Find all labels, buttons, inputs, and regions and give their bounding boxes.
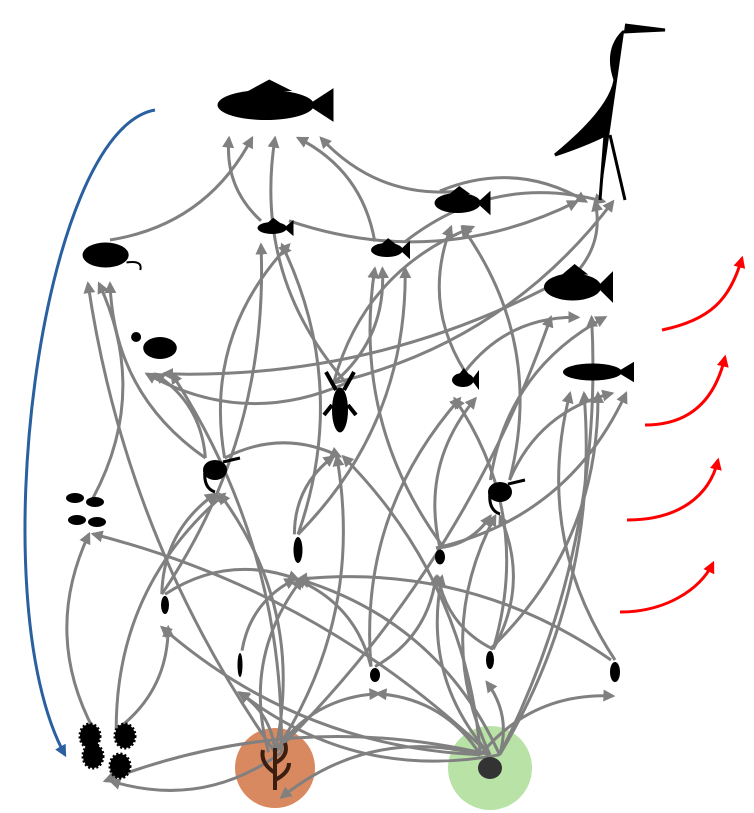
feeding-arrow-midge-to-shrimp2 xyxy=(491,513,515,650)
carp-icon xyxy=(544,264,613,303)
insect-larva-icon xyxy=(293,537,303,563)
small-fish-icon xyxy=(257,217,294,237)
perch-icon xyxy=(434,186,491,216)
feeding-arrow-bacteria-to-shrimp1 xyxy=(114,492,227,731)
feeding-arrow-shrimp2-to-platypus xyxy=(508,389,615,481)
feeding-arrow-copepod-to-larva xyxy=(164,567,301,596)
feeding-links xyxy=(65,135,628,799)
feeding-arrow-sunfish-to-heron xyxy=(404,191,607,243)
bass-fish-icon xyxy=(217,79,334,122)
feeding-arrow-plant-to-muskrat xyxy=(83,281,277,754)
feeding-arrow-goldfish-to-carp xyxy=(463,311,581,373)
feeding-arrow-muskrat-to-bass xyxy=(109,135,254,242)
shrimp-icon xyxy=(488,478,526,516)
feeding-arrow-sunfish-to-bass xyxy=(295,136,377,242)
feeding-arrow-larva-to-minnow xyxy=(280,242,322,535)
feeding-arrow-detritus-to-larva xyxy=(297,576,501,756)
feeding-arrow-bacteria-to-copepod xyxy=(115,624,175,732)
feeding-arrow-detritus-to-platypus xyxy=(498,390,591,756)
feeding-arrow-amphipod-to-goldfish xyxy=(368,396,462,667)
feeding-arrow-detritus-to-bacteria xyxy=(102,735,491,784)
feeding-arrow-minnow-to-heron xyxy=(288,200,580,244)
mayfly-nymph-icon xyxy=(237,653,243,677)
feeding-arrow-detritus-to-shrimp2 xyxy=(461,513,497,756)
midge-larva-icon xyxy=(486,651,494,669)
feeding-arrow-larva-to-sunfish xyxy=(296,266,412,536)
daphnia-icon xyxy=(610,662,620,682)
feeding-arrow-detritus-to-beetle xyxy=(434,574,492,756)
feeding-arrow-shrimp2-to-carp xyxy=(488,315,608,481)
export-arrow xyxy=(644,354,729,427)
platypus-icon xyxy=(563,361,634,383)
feeding-arrow-midge-to-goldfish xyxy=(453,396,509,650)
export-arrows xyxy=(619,255,746,614)
feeding-arrow-detritus-to-plant xyxy=(279,745,481,799)
feeding-arrow-daphnia-to-platypus xyxy=(557,390,617,661)
bacteria-icon xyxy=(78,722,137,780)
feeding-arrow-plant-to-larva xyxy=(258,577,304,753)
feeding-arrow-shrimp2-to-perch xyxy=(460,225,522,481)
feeding-arrow-bacteria-to-mussels xyxy=(65,531,96,731)
feeding-arrow-goldfish-to-perch xyxy=(437,224,467,373)
export-arrow xyxy=(626,457,722,522)
feeding-arrow-shrimp1-to-minnow xyxy=(218,243,291,459)
feeding-arrow-detritus-to-mayfly xyxy=(238,691,500,763)
feeding-arrow-carp-to-turtle xyxy=(161,269,579,381)
feeding-arrow-midge-to-platypus xyxy=(488,390,605,651)
feeding-arrow-crayfish-to-heron xyxy=(333,199,615,385)
feeding-arrow-plant-to-shrimp1 xyxy=(218,492,285,753)
feeding-arrow-plant-to-bacteria xyxy=(108,751,283,792)
detritus-icon xyxy=(478,757,502,779)
crayfish-icon xyxy=(322,371,358,433)
feeding-arrow-amphipod-to-beetle xyxy=(374,574,441,668)
feeding-arrow-mayfly-to-larva xyxy=(240,578,297,651)
export-arrow xyxy=(661,255,746,332)
mussels-icon xyxy=(66,493,106,527)
decomposition-link-arrow xyxy=(23,108,156,758)
feeding-arrow-plant-to-amphipod xyxy=(273,688,382,754)
feeding-arrow-larva-to-crayfish xyxy=(292,455,336,535)
shrimp-icon xyxy=(203,456,241,494)
feeding-arrow-crayfish-to-bass xyxy=(267,135,348,384)
feeding-arrow-detritus-to-amphipod xyxy=(374,688,482,756)
feeding-arrow-detritus-to-midge xyxy=(485,680,505,756)
feeding-arrow-shrimp1-to-muskrat xyxy=(104,281,207,460)
copepod-icon xyxy=(161,596,169,614)
amphipod-icon xyxy=(370,668,380,682)
feeding-arrow-copepod-to-minnow xyxy=(160,242,268,596)
feeding-arrow-detritus-to-daphnia xyxy=(479,689,616,756)
muskrat-icon xyxy=(82,242,142,271)
feeding-arrow-minnow-to-bass xyxy=(222,135,263,222)
feeding-arrow-carp-to-heron xyxy=(576,199,603,272)
turtle-icon xyxy=(131,332,177,359)
feeding-arrow-mussels-to-muskrat xyxy=(91,281,125,499)
feeding-arrow-detritus-to-copepod xyxy=(159,625,481,757)
feeding-arrow-shrimp1-to-turtle xyxy=(152,372,207,459)
plant-icon xyxy=(260,742,291,790)
feeding-arrow-daphnia-to-larva xyxy=(295,572,612,662)
feeding-arrow-beetle-to-sunfish xyxy=(367,266,446,549)
feeding-arrow-plant-to-crayfish xyxy=(273,454,345,754)
export-arrow xyxy=(619,560,715,614)
feeding-arrow-shrimp1-to-crayfish xyxy=(223,441,343,460)
water-beetle-icon xyxy=(435,549,445,565)
heron-icon xyxy=(554,23,666,201)
feeding-arrow-detritus-to-mussels xyxy=(90,530,492,756)
feeding-arrow-perch-to-bass xyxy=(319,136,463,194)
feeding-arrow-perch-to-heron xyxy=(439,176,589,203)
feeding-arrow-copepod-to-shrimp1 xyxy=(160,492,217,595)
goldfish-icon xyxy=(452,368,479,391)
feeding-arrow-crayfish-to-sunfish xyxy=(332,266,389,385)
sunfish-icon xyxy=(371,238,410,260)
